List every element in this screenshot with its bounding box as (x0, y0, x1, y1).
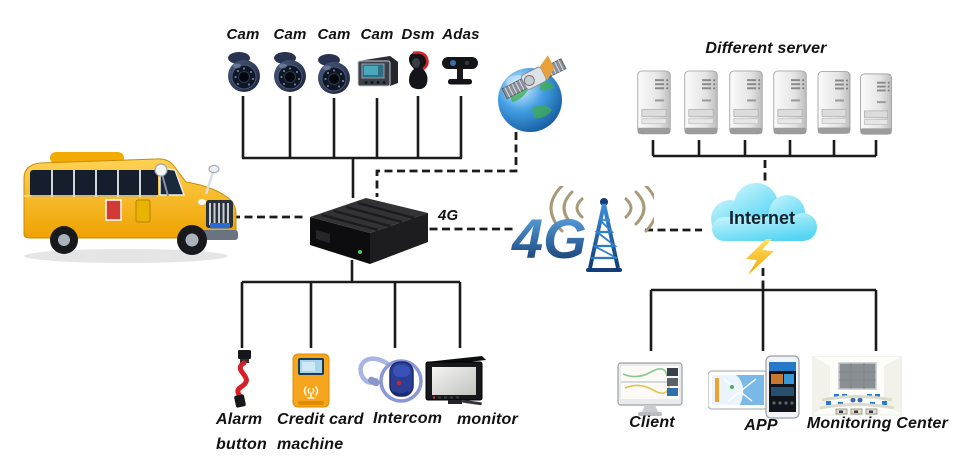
different-server-label: Different server (705, 40, 827, 57)
dsm-label: Dsm (401, 26, 435, 43)
dome-camera-icon (316, 52, 352, 98)
cam3-label: Cam (317, 26, 351, 43)
desktop-client-icon (617, 362, 685, 418)
mobile-app-phones-icon (708, 355, 800, 419)
school-bus (10, 136, 242, 268)
mdvr-box-icon (302, 190, 434, 268)
lightning-bolt (746, 239, 774, 275)
credit-card-label-line1: Credit card (277, 411, 364, 428)
credit-card-label-line2: machine (277, 436, 344, 453)
tower-4g-text: 4G (511, 207, 587, 270)
vehicle-monitor-icon (424, 354, 488, 409)
monitoring-center-label: Monitoring Center (806, 415, 949, 432)
dome-camera-icon (272, 50, 308, 96)
internet-text: Internet (729, 208, 795, 228)
satellite-globe-icon (492, 50, 572, 136)
dsm-camera-icon (405, 51, 432, 91)
box-camera-icon (356, 53, 400, 91)
monitor-label: monitor (457, 411, 518, 428)
server-tower-icon (729, 70, 763, 135)
alarm-button-icon (229, 349, 259, 409)
4g-antenna-tower-icon: 4G (510, 186, 654, 286)
monitoring-center-room-icon (812, 356, 902, 418)
server-tower-icon (773, 70, 807, 135)
credit-card-machine-icon (292, 353, 330, 409)
alarm-label-line2: button (216, 436, 267, 453)
intercom-handset-icon (354, 352, 424, 406)
alarm-label-line1: Alarm (216, 411, 263, 428)
dome-camera-icon (226, 50, 262, 96)
intercom-label: Intercom (373, 410, 443, 427)
adas-camera-icon (440, 54, 480, 88)
server-tower-icon (860, 73, 892, 135)
app-label: APP (744, 417, 778, 434)
server-tower-icon (684, 70, 718, 135)
server-tower-icon (637, 70, 671, 135)
server-tower-icon (817, 71, 851, 134)
client-label: Client (629, 414, 675, 431)
adas-label: Adas (442, 26, 480, 43)
uplink-4g-label: 4G (438, 207, 459, 224)
cam2-label: Cam (273, 26, 307, 43)
cloud-with-lightning-icon: Internet (700, 183, 826, 277)
cam1-label: Cam (226, 26, 260, 43)
cam4-label: Cam (360, 26, 394, 43)
